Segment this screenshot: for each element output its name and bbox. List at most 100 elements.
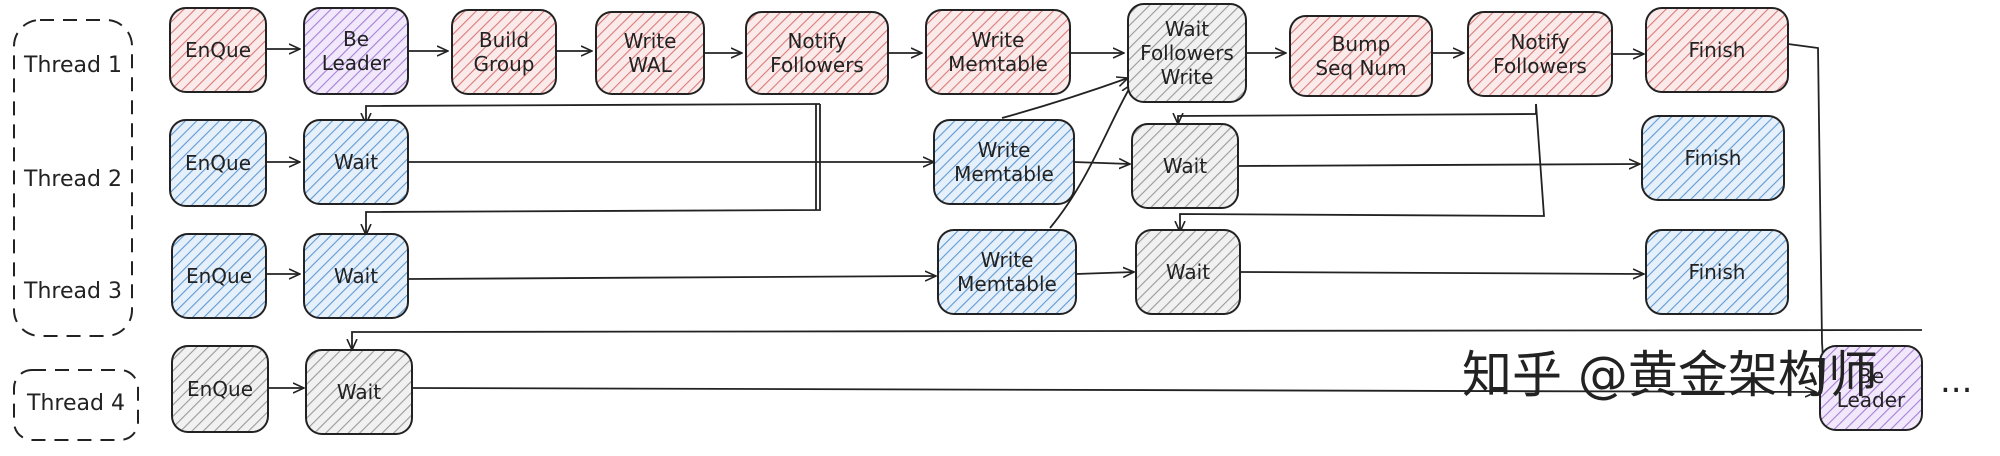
node-label: Be [343, 27, 369, 51]
node-label: Finish [1689, 260, 1746, 284]
node-box [169, 7, 267, 93]
node-label: Finish [1689, 38, 1746, 62]
node-box [1641, 115, 1785, 201]
node-label: Leader [1837, 388, 1906, 412]
node-t2-wait: Wait [303, 119, 409, 205]
node-label: Notify [787, 29, 846, 53]
node-box [925, 9, 1071, 95]
node-box [303, 119, 409, 205]
node-label: Memtable [954, 162, 1054, 186]
thread-group-frame [13, 19, 133, 337]
node-t3-wait2: Wait [1135, 229, 1241, 315]
node-box [1645, 229, 1789, 315]
node-label: Followers [1493, 54, 1587, 78]
node-box [169, 119, 267, 207]
node-label: Build [479, 28, 529, 52]
node-box [303, 233, 409, 319]
node-label: Wait [334, 264, 378, 288]
node-t3-finish: Finish [1645, 229, 1789, 315]
node-label: Write [981, 248, 1034, 272]
node-t3-wait: Wait [303, 233, 409, 319]
node-t4-enque: EnQue [171, 345, 269, 433]
node-box [1127, 3, 1247, 103]
node-box [305, 349, 413, 435]
node-label: Group [474, 52, 535, 76]
node-box [451, 9, 557, 95]
node-box [595, 11, 705, 95]
node-box [1131, 123, 1239, 209]
node-label: Write [624, 29, 677, 53]
thread-1-label: Thread 1 [23, 53, 122, 78]
node-t2-wait2: Wait [1131, 123, 1239, 209]
node-label: Write [978, 138, 1031, 162]
notify-to-thread3-wait [366, 104, 821, 235]
node-box [171, 233, 267, 319]
node-label: WAL [628, 53, 672, 77]
node-box [1467, 11, 1613, 97]
leader-loop-to-thread4-wait [352, 329, 1923, 350]
arrow [411, 388, 1816, 392]
node-box [933, 119, 1075, 205]
node-label: Write [972, 28, 1025, 52]
node-box [1289, 15, 1433, 97]
watermark-text: 知乎 @黄金架构师 [1462, 346, 1878, 404]
node-t1-finish: Finish [1645, 7, 1789, 93]
arrow [1237, 164, 1640, 166]
node-label: Wait [1166, 260, 1210, 284]
node-label: Seq Num [1315, 56, 1406, 80]
notify-to-thread2-wait [366, 103, 821, 124]
node-box [1819, 345, 1923, 431]
node-label: Finish [1685, 146, 1742, 170]
node-label: Followers [770, 53, 864, 77]
node-label: Memtable [957, 272, 1057, 296]
thread-labels: Thread 1 Thread 2 Thread 3 Thread 4 [13, 19, 139, 441]
node-label: Wait [334, 150, 378, 174]
node-label: Memtable [948, 52, 1048, 76]
arrow [407, 276, 936, 279]
node-label: Wait [1165, 17, 1209, 41]
node-box [937, 229, 1077, 315]
node-label: Leader [322, 51, 391, 75]
node-label: EnQue [185, 151, 251, 175]
node-t1-enque: EnQue [169, 7, 267, 93]
node-t4-wait: Wait [305, 349, 413, 435]
node-label: EnQue [185, 38, 251, 62]
t3-memtable-to-wait-fw [1049, 84, 1132, 229]
connectors [265, 43, 1923, 392]
notify2-to-thread2-wait [1178, 104, 1537, 124]
notify2-to-thread3-wait [1180, 103, 1545, 232]
thread-4-label: Thread 4 [26, 391, 125, 416]
node-t2-enque: EnQue [169, 119, 267, 207]
node-label: Wait [1163, 154, 1207, 178]
arrow [1239, 272, 1644, 274]
node-box [1135, 229, 1241, 315]
thread-2-label: Thread 2 [23, 167, 122, 192]
node-label: EnQue [186, 264, 252, 288]
node-label: Be [1858, 364, 1884, 388]
node-box [1645, 7, 1789, 93]
arrow [1075, 272, 1134, 274]
node-label: Write [1161, 65, 1214, 89]
continuation-dots: ... [1940, 361, 1972, 401]
thread-3-label: Thread 3 [23, 279, 122, 304]
node-t2-finish: Finish [1641, 115, 1785, 201]
node-t3-enque: EnQue [171, 233, 267, 319]
node-label: Wait [337, 380, 381, 404]
node-label: Notify [1510, 30, 1569, 54]
node-box [303, 7, 409, 95]
arrow [1073, 162, 1130, 164]
node-label: Bump [1332, 32, 1391, 56]
node-box [171, 345, 269, 433]
